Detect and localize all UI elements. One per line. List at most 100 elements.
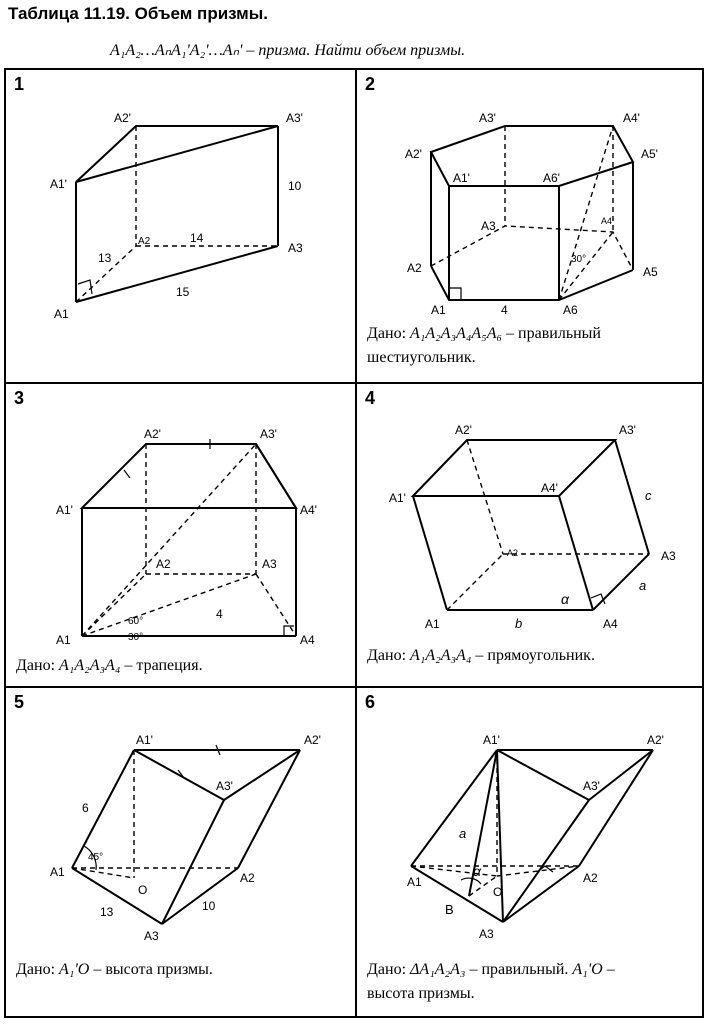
edge [75, 245, 279, 303]
vertex-label: A4 [601, 216, 612, 226]
vertex-label: A2 [507, 548, 518, 558]
prism-figure-4: A1' A2' A3' A4' A1 A2 A3 A4 a b c α [389, 423, 676, 631]
edge [558, 495, 594, 611]
given-text: Дано: A₁A₂A₃A₄ – трапеция. [16, 654, 203, 678]
vertex-label: A3 [479, 927, 494, 941]
top-face [79, 443, 298, 509]
given-prefix: Дано: [16, 961, 56, 978]
vertex-label: A3 [288, 241, 303, 255]
vertex-label: A2' [405, 147, 422, 161]
vertex-label: A5 [643, 265, 658, 279]
cell-number: 3 [14, 388, 25, 408]
page-subtitle: A₁A₂…AₙA₁'A₂'…Aₙ' – призма. Найти объем … [110, 42, 466, 59]
edge [614, 439, 650, 555]
tick-mark [123, 469, 131, 479]
vertex-label: A3' [260, 427, 277, 441]
given-condition: – прямоугольник. [475, 647, 595, 664]
length-label: 13 [100, 905, 114, 919]
vertex-label: A4 [603, 617, 618, 631]
hidden-edge [410, 865, 498, 877]
given-text: Дано: ΔA₁A₂A₃ – правильный. A₁'O – высот… [367, 958, 615, 1006]
table-grid: 1 A1' A2' A3' A1 A2 A3 10 13 14 15 2 [4, 68, 704, 1018]
given-condition-line2: шестиугольник. [367, 349, 476, 366]
given-condition-2: – [606, 961, 615, 978]
vertex-label: A1' [483, 733, 500, 747]
given-condition: – высота призмы. [93, 961, 213, 978]
tick-mark [177, 769, 185, 779]
cell-number: 4 [365, 388, 376, 408]
edge [71, 867, 163, 925]
given-prefix: Дано: [367, 325, 407, 342]
cell-number: 6 [365, 692, 376, 712]
row-divider-2 [6, 686, 702, 688]
angle-arc [83, 845, 97, 871]
length-label: b [515, 616, 522, 631]
vertex-label: A2 [156, 557, 171, 571]
prism-figure-5: A1' A2' A3' A1 A2 A3 O 6 45° 13 10 [50, 733, 321, 943]
row-divider-1 [6, 382, 702, 384]
vertex-label: B [445, 902, 454, 917]
length-label: 4 [216, 607, 223, 621]
vertex-label: A2 [583, 871, 598, 885]
vertex-label: A4' [300, 503, 317, 517]
edge [223, 749, 301, 801]
cell-number: 1 [14, 74, 25, 94]
vertex-label: A3' [216, 779, 233, 793]
angle-label: α [473, 863, 482, 879]
edge [496, 749, 590, 801]
slant-a [468, 749, 498, 897]
edge [592, 553, 650, 611]
vertex-label: O [138, 883, 147, 897]
angle-label: 30° [571, 254, 586, 265]
vertex-label: A1 [431, 303, 446, 317]
given-prefix: Дано: [367, 647, 407, 664]
vertex-label: A2 [138, 236, 151, 247]
cell-number: 2 [365, 74, 376, 94]
vertex-label: A5' [641, 147, 658, 161]
bottom-edges [430, 265, 634, 301]
given-condition: – правильный. [469, 961, 569, 978]
hidden-edge [466, 439, 504, 555]
length-label: 13 [98, 251, 112, 265]
vertex-label: A4 [300, 633, 315, 647]
vertex-label: A1 [407, 875, 422, 889]
edge [255, 443, 297, 509]
vertex-label: A2' [455, 423, 472, 437]
given-math: ΔA₁A₂A₃ [410, 961, 466, 978]
right-angle-mark [77, 279, 93, 295]
right-angle-mark [590, 593, 606, 605]
vertex-label: A2' [114, 111, 131, 125]
vertex-label: A1 [56, 633, 71, 647]
vertex-label: A3' [619, 423, 636, 437]
length-label: 4 [501, 303, 508, 317]
vertex-label: A4' [541, 481, 558, 495]
diagonal [81, 573, 257, 637]
vertex-label: A6' [543, 171, 560, 185]
edge [410, 749, 498, 867]
cell-number: 5 [14, 692, 25, 712]
given-math: A₁A₂A₃A₄ [59, 657, 121, 674]
top-face [75, 125, 279, 183]
cell-6: 6 A1' A2' A3' A1 A2 A3 O B [357, 688, 704, 1018]
edge [502, 799, 590, 923]
given-condition: – трапеция. [124, 657, 203, 674]
prism-figure-1: A1' A2' A3' A1 A2 A3 10 13 14 15 [50, 111, 303, 321]
hidden-edge [75, 245, 137, 303]
hidden-edge [468, 875, 498, 897]
vertex-label: A2' [647, 733, 664, 747]
vertex-label: A2' [304, 733, 321, 747]
edge [578, 749, 654, 867]
hidden-edge [81, 573, 147, 637]
vertex-label: A3 [262, 557, 277, 571]
column-divider [355, 70, 357, 1016]
given-condition: – правильный [506, 325, 601, 342]
tick-mark [215, 744, 221, 756]
length-label: 10 [288, 179, 302, 193]
diagonal [558, 231, 614, 301]
hidden-edge [446, 553, 504, 611]
edge [412, 495, 448, 611]
vertex-label: A1' [453, 171, 470, 185]
length-label: 10 [202, 899, 216, 913]
given-condition-line2: высота призмы. [367, 985, 475, 1002]
prism-figure-2: A2' A1' A3' A4' A5' A6' A3 A4 A2 A1 A6 A… [405, 111, 658, 317]
